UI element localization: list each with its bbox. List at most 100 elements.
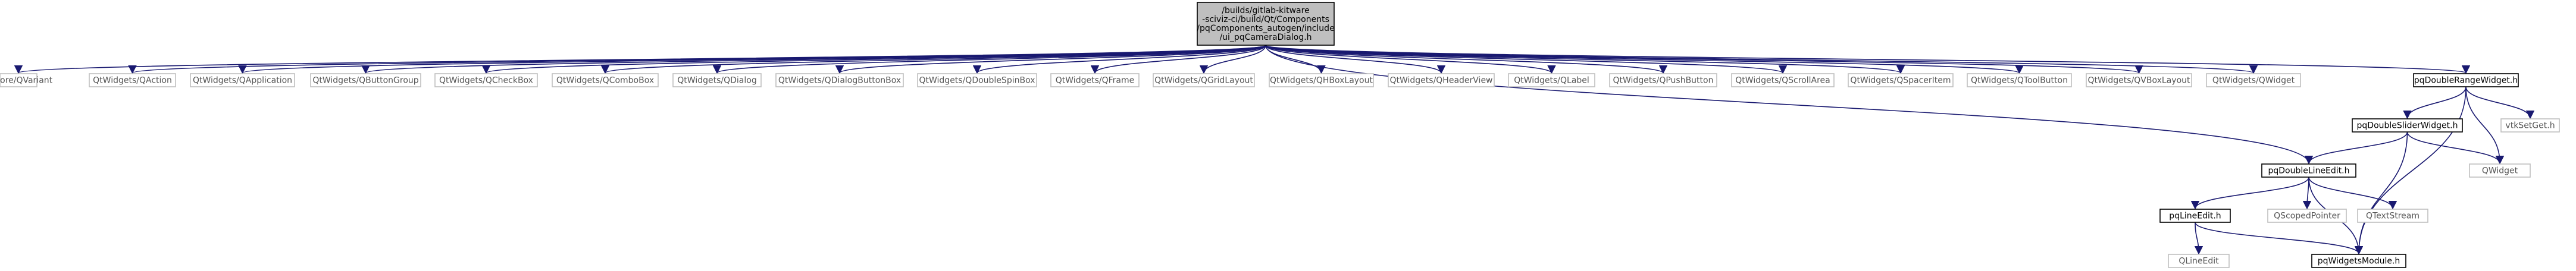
node-label: -sciviz-ci/build/Qt/Components [1202, 15, 1329, 24]
edge-root-to-qvariant [15, 45, 1266, 74]
node-pqwidgetsmodule[interactable]: pqWidgetsModule.h [2311, 254, 2406, 268]
edge-pqdoubleslider-to-pqdoublelineedit [2304, 131, 2408, 165]
node-label: QWidget [2482, 166, 2518, 176]
node-label: /builds/gitlab-kitware [1222, 6, 1309, 15]
node-qtextstream: QTextStream [2357, 209, 2428, 223]
node-label: QtWidgets/QApplication [193, 76, 292, 86]
node-qwidget: QWidget [2469, 163, 2531, 178]
node-label: QtWidgets/QSpacerItem [1850, 76, 1951, 86]
node-box [2311, 254, 2406, 268]
node-vtksetget: vtkSetGet.h [2500, 118, 2560, 133]
node-label: QtWidgets/QComboBox [556, 76, 654, 86]
edge-root-to-qpushbutton [1265, 45, 1667, 74]
node-label: QtWidgets/QDialog [677, 76, 756, 86]
node-qlineedit: QLineEdit [2168, 254, 2230, 268]
node-qlabel: QtWidgets/QLabel [1508, 73, 1595, 87]
node-qcheckbox: QtWidgets/QCheckBox [434, 73, 538, 87]
node-label: QtWidgets/QLabel [1514, 76, 1589, 86]
node-qwidget_qt: QtWidgets/QWidget [2206, 73, 2301, 87]
node-box [2413, 73, 2519, 87]
edge-root-to-pqdoublerangewidget [1265, 45, 2470, 74]
node-label: QtWidgets/QGridLayout [1154, 76, 1253, 86]
edge-root-to-qspaceritem [1265, 45, 1905, 74]
node-box [1388, 73, 1495, 87]
edge-pqdoublerangewidget-to-vtksetget [2465, 86, 2535, 119]
node-qapplication: QtWidgets/QApplication [190, 73, 295, 87]
node-pqlineedit[interactable]: pqLineEdit.h [2159, 209, 2231, 223]
edge-pqdoublelineedit-to-pqlineedit [2190, 177, 2309, 210]
node-box [1508, 73, 1595, 87]
node-label: QtWidgets/QHeaderView [1389, 76, 1492, 86]
edge-pqdoubleslider-to-qwidget [2406, 131, 2505, 165]
node-box [1967, 73, 2072, 87]
node-label: QtWidgets/QDoubleSpinBox [919, 76, 1035, 86]
node-qpushbutton: QtWidgets/QPushButton [1609, 73, 1717, 87]
node-qvariant: QtCore/QVariant [0, 73, 53, 87]
node-box [0, 73, 37, 87]
node-label: QScopedPointer [2274, 212, 2340, 221]
node-box [552, 73, 659, 87]
node-qdialogbuttonbox: QtWidgets/QDialogButtonBox [775, 73, 904, 87]
node-box [1050, 73, 1140, 87]
node-label: pqDoubleSliderWidget.h [2357, 121, 2458, 131]
edge-pqdoublelineedit-to-qscopedpointer [2302, 177, 2312, 210]
node-box [310, 73, 421, 87]
node-label: vtkSetGet.h [2505, 121, 2555, 131]
node-root[interactable]: /builds/gitlab-kitware-sciviz-ci/build/Q… [1197, 2, 1335, 46]
edge-pqdoublerangewidget-to-pqdoubleslider [2403, 86, 2467, 119]
node-qdoublespinbox: QtWidgets/QDoubleSpinBox [917, 73, 1037, 87]
node-box [2168, 254, 2230, 268]
node-box [89, 73, 176, 87]
node-box [2500, 118, 2560, 133]
node-box [672, 73, 762, 87]
node-pqdoubleslider[interactable]: pqDoubleSliderWidget.h [2352, 118, 2463, 133]
node-label: /pqComponents_autogen/include [1197, 24, 1334, 33]
node-pqdoublerangewidget[interactable]: pqDoubleRangeWidget.h [2413, 73, 2519, 87]
node-box [1848, 73, 1954, 87]
node-qcombobox: QtWidgets/QComboBox [552, 73, 659, 87]
node-label: QtWidgets/QScrollArea [1735, 76, 1830, 86]
node-label: QtWidgets/QToolButton [1971, 76, 2068, 86]
edge-root-to-qdoublespinbox [973, 45, 1266, 74]
node-box [190, 73, 295, 87]
node-label: pqDoubleLineEdit.h [2268, 166, 2350, 176]
edge-pqdoublerangewidget-to-pqwidgetsmodule [2354, 86, 2467, 255]
node-box [1197, 2, 1335, 46]
edge-root-to-qframe [1090, 45, 1266, 74]
edge-root-to-qscrollarea [1265, 45, 1787, 74]
edge-root-to-qdialog [713, 45, 1266, 74]
node-qtoolbutton: QtWidgets/QToolButton [1967, 73, 2072, 87]
node-pqdoublelineedit[interactable]: pqDoubleLineEdit.h [2261, 163, 2356, 178]
node-label: QtWidgets/QAction [93, 76, 172, 86]
node-box [2352, 118, 2463, 133]
edge-root-to-qdialogbuttonbox [835, 45, 1266, 74]
edge-root-to-pqdoublelineedit [1265, 45, 2313, 165]
edge-pqdoublelineedit-to-qtextstream [2308, 177, 2397, 210]
node-label: QtWidgets/QWidget [2212, 76, 2295, 86]
node-box [2159, 209, 2231, 223]
node-box [434, 73, 538, 87]
node-box [2267, 209, 2347, 223]
node-label: QtWidgets/QVBoxLayout [2087, 76, 2190, 86]
node-qheaderview: QtWidgets/QHeaderView [1388, 73, 1495, 87]
edge-root-to-qcombobox [601, 45, 1266, 74]
node-box [2357, 209, 2428, 223]
node-box [1609, 73, 1717, 87]
node-label: /ui_pqCameraDialog.h [1219, 33, 1312, 42]
node-box [2261, 163, 2356, 178]
node-label: pqLineEdit.h [2169, 212, 2221, 221]
edge-root-to-qheaderview [1265, 45, 1446, 74]
node-qscopedpointer: QScopedPointer [2267, 209, 2347, 223]
node-label: QTextStream [2366, 212, 2420, 221]
edge-root-to-qcheckbox [482, 45, 1266, 74]
node-qscrollarea: QtWidgets/QScrollArea [1731, 73, 1835, 87]
edge-root-to-qtoolbutton [1265, 45, 2023, 74]
node-label: pqDoubleRangeWidget.h [2414, 76, 2518, 86]
node-label: QLineEdit [2179, 257, 2219, 266]
node-label: QtWidgets/QHBoxLayout [1270, 76, 1373, 86]
edge-root-to-qwidget_qt [1265, 45, 2258, 74]
node-qframe: QtWidgets/QFrame [1050, 73, 1140, 87]
nodes-layer: /builds/gitlab-kitware-sciviz-ci/build/Q… [0, 2, 2560, 268]
edge-pqlineedit-to-qlineedit [2194, 222, 2203, 255]
